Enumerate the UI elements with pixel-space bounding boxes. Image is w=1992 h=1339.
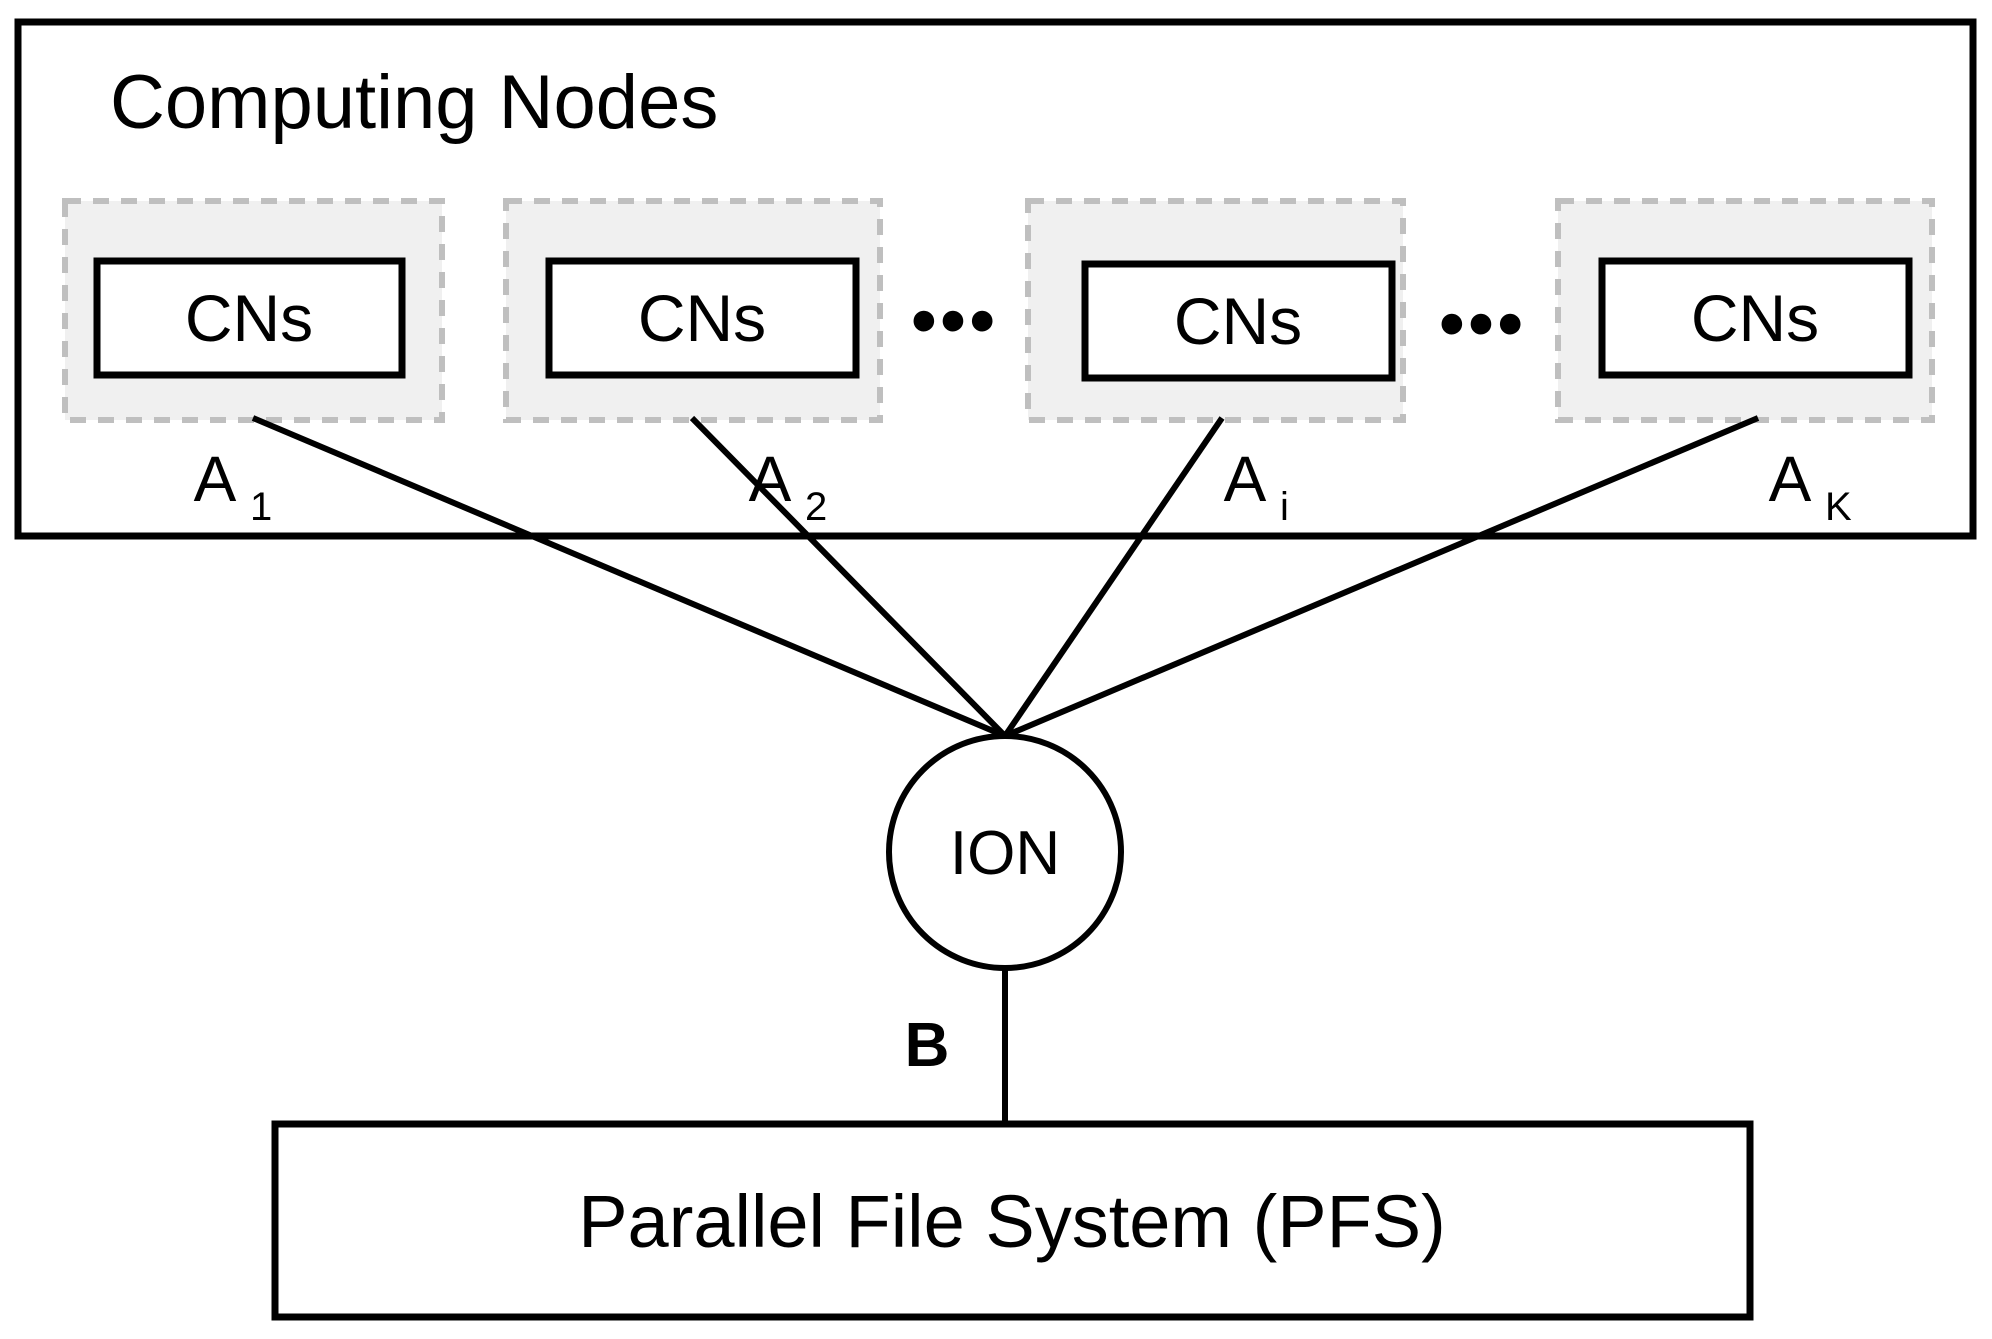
- edge-label-ak-sub: K: [1825, 485, 1852, 529]
- edge-label-ai-sub: i: [1280, 485, 1289, 529]
- edge-label-a1-base: A: [194, 443, 237, 515]
- edge-label-ai-base: A: [1224, 443, 1267, 515]
- node-group-4-cns-box[interactable]: [1598, 257, 1913, 379]
- link-ai-to-ion: [1002, 416, 1225, 738]
- ion-node-label: ION: [950, 819, 1060, 888]
- pfs-box-label: Parallel File System (PFS): [578, 1180, 1446, 1263]
- link-ak-to-ion: [1003, 415, 1760, 739]
- node-group-1-cns-box[interactable]: [93, 257, 406, 379]
- node-group-3-cns-box[interactable]: [1081, 260, 1396, 382]
- node-group-4-cns-label: CNs: [1691, 281, 1819, 355]
- node-group-3[interactable]: CNs: [1025, 198, 1406, 423]
- link-a1-to-ion: [251, 415, 1007, 739]
- edge-label-a2: A 2: [749, 443, 828, 529]
- ellipsis-dots-2: •••: [1439, 284, 1527, 364]
- link-a2-to-ion: [689, 415, 1008, 739]
- node-group-1[interactable]: CNs: [62, 198, 445, 423]
- node-group-2-cns-box[interactable]: [545, 257, 860, 379]
- node-group-2-cns-label: CNs: [638, 281, 766, 355]
- link-ion-to-pfs-label: B: [905, 1011, 950, 1080]
- ellipsis-dots-1: •••: [911, 281, 999, 361]
- edge-label-a1-sub: 1: [250, 485, 272, 529]
- node-group-1-cns-label: CNs: [185, 281, 313, 355]
- edge-label-ak-base: A: [1769, 443, 1812, 515]
- node-group-2[interactable]: CNs: [503, 198, 883, 423]
- edge-label-a1: A 1: [194, 443, 273, 529]
- edge-label-a2-sub: 2: [805, 485, 827, 529]
- edge-label-ak: A K: [1769, 443, 1852, 529]
- page-title: Computing Nodes: [110, 60, 718, 145]
- node-group-3-cns-label: CNs: [1174, 284, 1302, 358]
- pfs-box[interactable]: [271, 1120, 1754, 1321]
- edge-label-ai: A i: [1224, 443, 1289, 529]
- node-group-4[interactable]: CNs: [1555, 198, 1935, 423]
- edge-label-a2-base: A: [749, 443, 792, 515]
